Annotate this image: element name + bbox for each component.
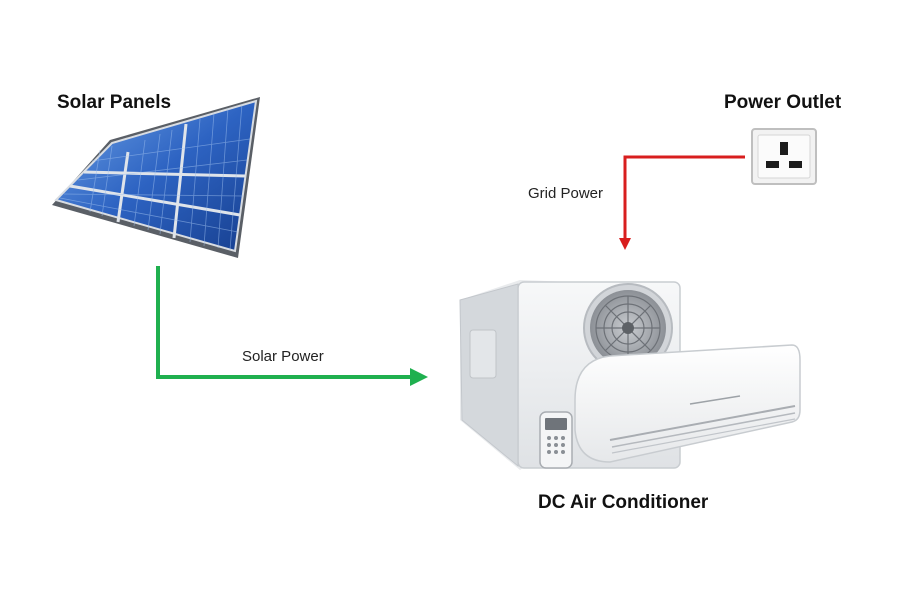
remote-control-icon: [539, 411, 573, 469]
solar-power-arrow: [156, 266, 428, 386]
wall-socket-icon: [751, 128, 817, 185]
solar-panels-label: Solar Panels: [57, 92, 172, 113]
air-conditioner-icon: [459, 280, 801, 470]
solar-power-label: Solar Power: [242, 348, 324, 365]
grid-power-label: Grid Power: [528, 185, 604, 202]
power-outlet-label: Power Outlet: [724, 92, 842, 113]
air-conditioner-label: DC Air Conditioner: [538, 492, 709, 513]
solar-panel-icon: [52, 97, 260, 258]
grid-power-arrow: [619, 155, 745, 250]
